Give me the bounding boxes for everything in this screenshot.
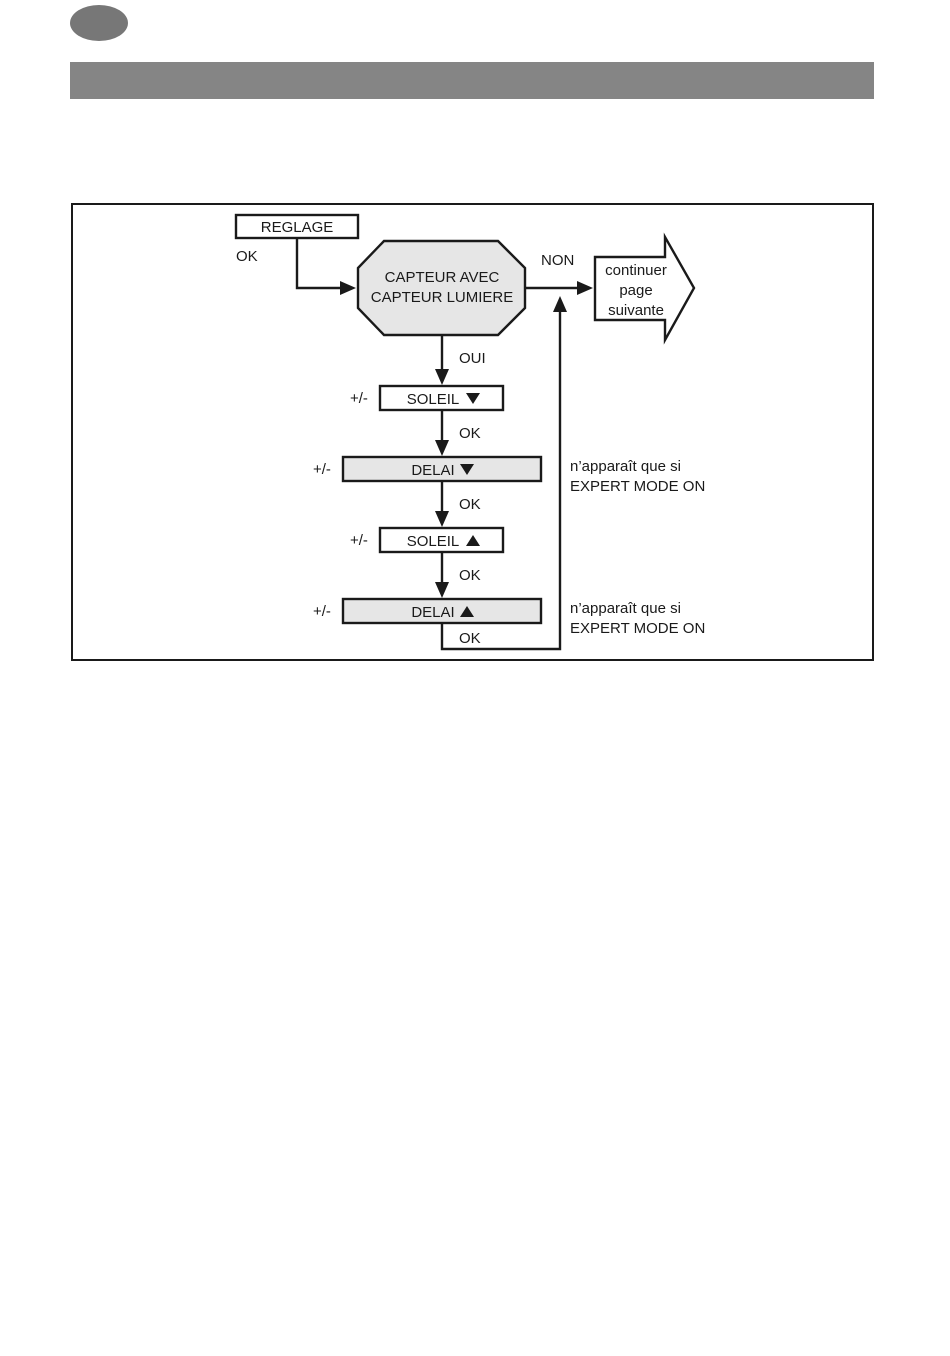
arrowhead-step3 (435, 511, 449, 527)
adjust-label-4: +/- (313, 603, 331, 620)
step-soleil-up-label: SOLEIL (407, 533, 460, 550)
ok-label-3: OK (459, 567, 481, 584)
arrowhead-return (553, 296, 567, 312)
adjust-label-1: +/- (350, 390, 368, 407)
expert-note-2-line1: n’apparaît que si (570, 600, 681, 617)
reglage-label: REGLAGE (261, 219, 334, 236)
start-ok-label: OK (236, 248, 258, 265)
arrowhead-step4 (435, 582, 449, 598)
step-soleil-down-label: SOLEIL (407, 391, 460, 408)
decision-octagon (358, 241, 525, 335)
no-label: NON (541, 252, 574, 269)
ok-label-1: OK (459, 425, 481, 442)
step-delai-up-label: DELAI (411, 604, 454, 621)
ok-label-4: OK (459, 630, 481, 647)
step-delai-down-label: DELAI (411, 462, 454, 479)
decision-line1: CAPTEUR AVEC (385, 269, 500, 286)
expert-note-1-line2: EXPERT MODE ON (570, 478, 705, 495)
arrowhead-step2 (435, 440, 449, 456)
ok-label-2: OK (459, 496, 481, 513)
yes-label: OUI (459, 350, 486, 367)
next-page-line3: suivante (608, 302, 664, 319)
adjust-label-3: +/- (350, 532, 368, 549)
arrowhead-yes (435, 369, 449, 385)
next-page-line1: continuer (605, 262, 667, 279)
next-page-line2: page (619, 282, 652, 299)
connector-start-to-decision (297, 238, 342, 288)
arrowhead-decision-in (340, 281, 356, 295)
adjust-label-2: +/- (313, 461, 331, 478)
expert-note-2-line2: EXPERT MODE ON (570, 620, 705, 637)
decision-line2: CAPTEUR LUMIERE (371, 289, 514, 306)
arrowhead-no (577, 281, 593, 295)
expert-note-1-line1: n’apparaît que si (570, 458, 681, 475)
